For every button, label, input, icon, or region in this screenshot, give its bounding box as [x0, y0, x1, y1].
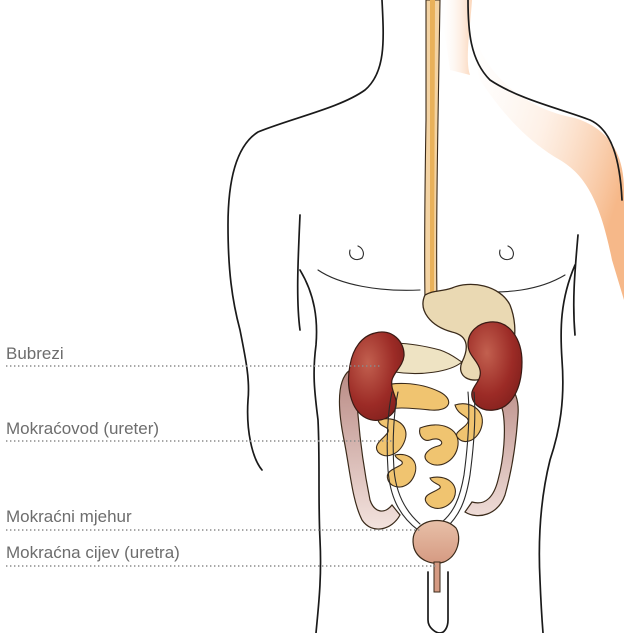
label-ureter: Mokraćovod (ureter) [6, 419, 159, 438]
bladder [413, 521, 459, 564]
label-kidneys: Bubrezi [6, 344, 64, 363]
nipple-left [350, 246, 364, 260]
left-arm-outline [298, 215, 300, 330]
nipple-right [500, 246, 514, 260]
left-torso-outline [300, 270, 321, 633]
chest-line [318, 270, 420, 290]
shoulder-shading [462, 0, 624, 300]
neck-shading [440, 0, 472, 75]
right-torso-outline [539, 265, 575, 633]
right-arm-outline [574, 235, 578, 335]
label-urethra: Mokraćna cijev (uretra) [6, 543, 180, 562]
label-bladder: Mokraćni mjehur [6, 507, 132, 526]
